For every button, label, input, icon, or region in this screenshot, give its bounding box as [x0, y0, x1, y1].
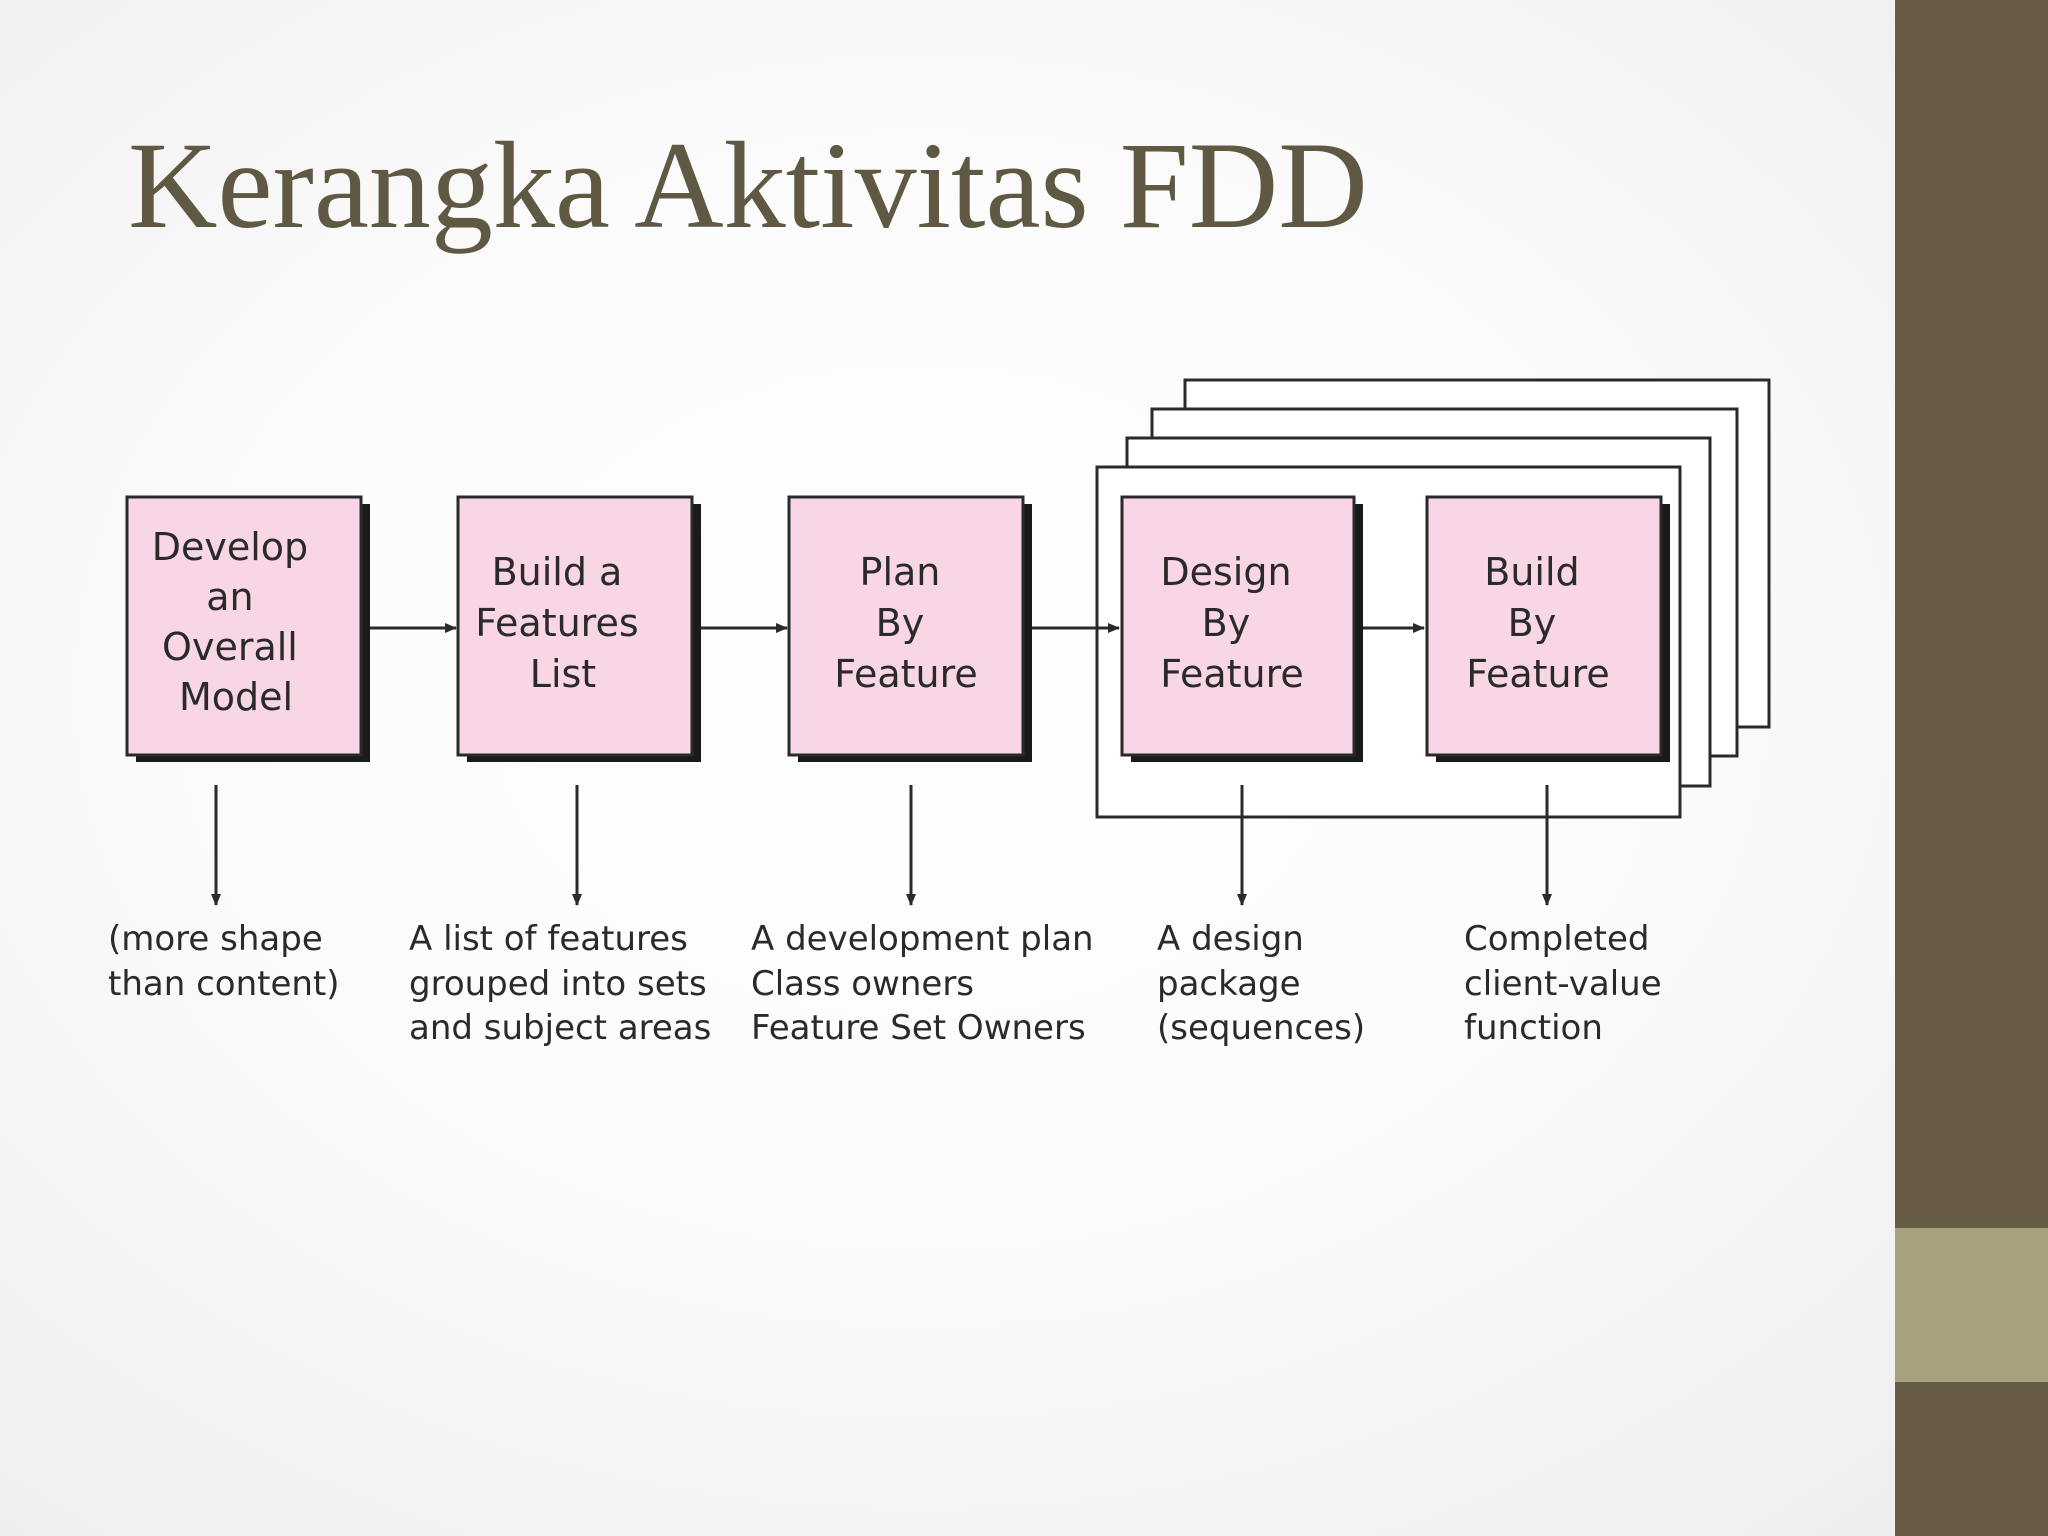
svg-text:Build By Feature: Build By Feature: [1466, 550, 1610, 696]
step-label-line: Features: [475, 601, 638, 645]
step-box: [456, 495, 694, 757]
step-label-line: Build a: [492, 550, 623, 594]
step-label-line: Overall: [162, 625, 298, 669]
output-line: A development plan: [751, 919, 1094, 959]
step-box: [787, 495, 1025, 757]
output-plan-by-feature: A development plan Class owners Feature …: [751, 919, 1104, 1048]
step-develop-overall-model: Develop an Overall Model: [125, 495, 370, 762]
output-build-features-list: A list of features grouped into sets and…: [409, 919, 717, 1048]
step-box: [1425, 495, 1663, 757]
step-box: [1120, 495, 1356, 757]
step-label-line: Build: [1484, 550, 1579, 594]
step-build-by-feature: Build By Feature: [1425, 495, 1670, 762]
output-line: and subject areas: [409, 1008, 711, 1048]
step-label-line: Feature: [834, 652, 978, 696]
output-line: (sequences): [1157, 1008, 1365, 1048]
output-build-by-feature: Completed client-value function: [1464, 919, 1672, 1048]
step-box: [125, 495, 363, 757]
step-label-line: By: [876, 601, 925, 645]
step-label-line: List: [530, 652, 596, 696]
output-develop-overall-model: (more shape than content): [108, 919, 340, 1004]
step-label-line: Feature: [1466, 652, 1610, 696]
output-line: than content): [108, 964, 340, 1004]
output-design-by-feature: A design package (sequences): [1157, 919, 1365, 1048]
svg-text:Design By Feature: Design By Feature: [1160, 550, 1304, 696]
step-label-line: an: [206, 575, 253, 619]
svg-text:Develop an Overall: Develop an Overall Model: [152, 525, 321, 719]
output-line: package: [1157, 964, 1301, 1004]
step-label-line: By: [1202, 601, 1251, 645]
output-line: A design: [1157, 919, 1304, 959]
step-label-line: Model: [179, 675, 293, 719]
output-line: grouped into sets: [409, 964, 707, 1004]
step-label-line: By: [1508, 601, 1557, 645]
sidebar-band-bottom: [1895, 1382, 2048, 1536]
sidebar-band-top: [1895, 0, 2048, 1228]
step-plan-by-feature: Plan By Feature: [787, 495, 1032, 762]
output-line: client-value: [1464, 964, 1662, 1004]
step-label-line: Design: [1160, 550, 1291, 594]
step-label-line: Develop: [152, 525, 308, 569]
output-line: Feature Set Owners: [751, 1008, 1086, 1048]
output-line: function: [1464, 1008, 1603, 1048]
output-line: Completed: [1464, 919, 1649, 959]
sidebar-band-middle: [1895, 1228, 2048, 1382]
step-design-by-feature: Design By Feature: [1120, 495, 1363, 762]
output-line: (more shape: [108, 919, 323, 959]
output-line: A list of features: [409, 919, 688, 959]
svg-text:Plan By Feature: Plan By Feature: [834, 550, 978, 696]
slide-title: Kerangka Aktivitas FDD: [128, 117, 1368, 254]
step-label-line: Plan: [860, 550, 941, 594]
svg-text:Build a Features L: Build a Features List: [475, 550, 651, 696]
step-build-features-list: Build a Features List: [456, 495, 701, 762]
step-label-line: Feature: [1160, 652, 1304, 696]
output-arrows: [211, 785, 1552, 906]
output-line: Class owners: [751, 964, 974, 1004]
